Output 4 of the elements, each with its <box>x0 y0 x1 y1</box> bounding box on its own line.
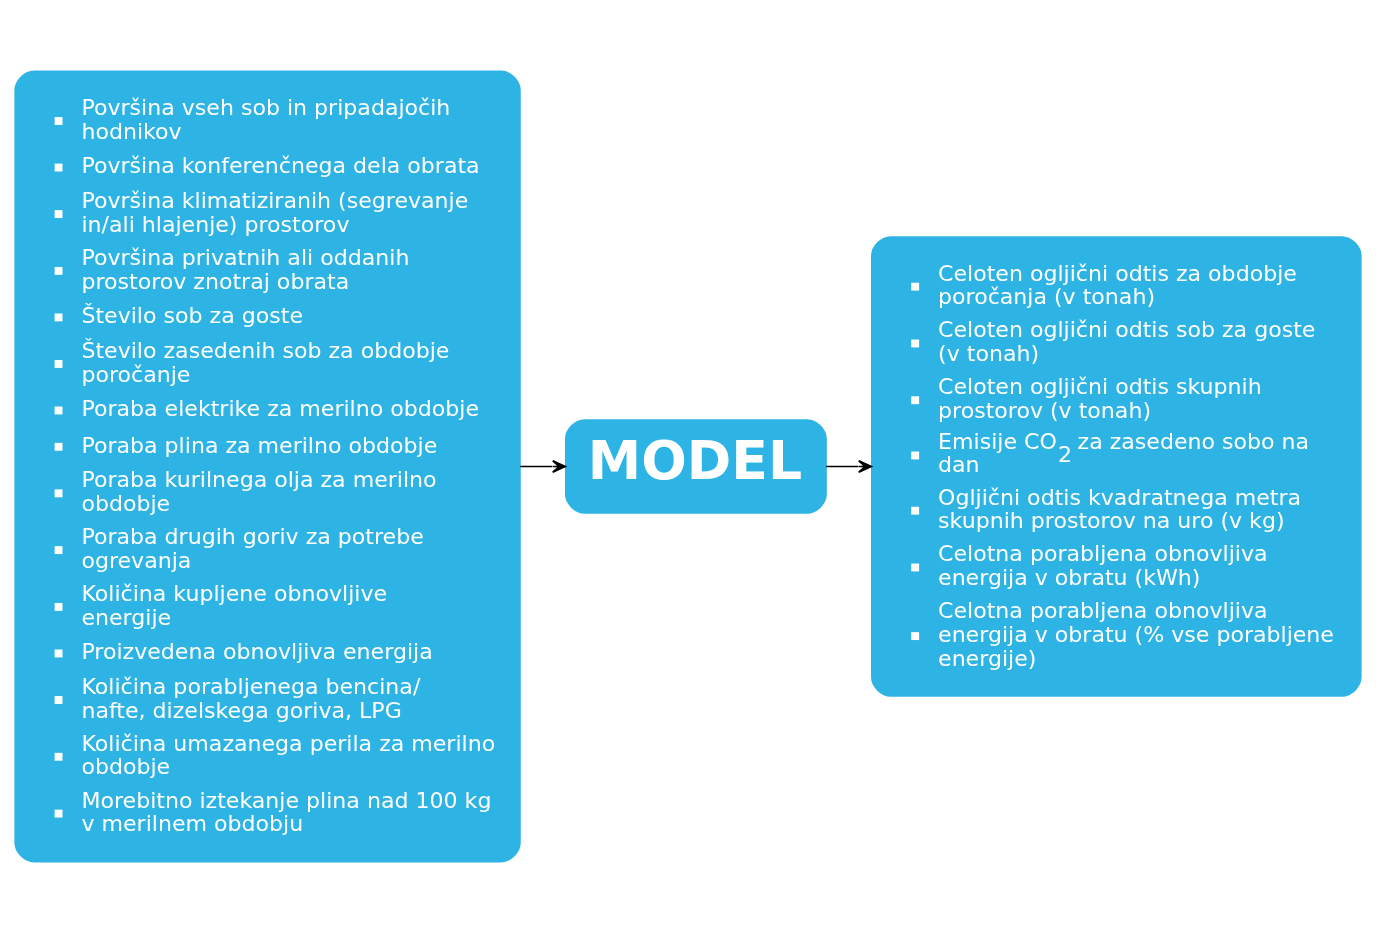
arrow <box>825 459 873 473</box>
node-box: Površina vseh sob in pripadajočih hodnikov Površina konferenčnega dela obrata Površina klimatiziranih (segrevanje in/ali hlajenje) prostorov Površina privatnih ali oddanih prostorov znotraj obrata Število sob za goste Število zasedenih sob za obdobje poročanje Poraba elektrike za merilno obdobje Poraba plina za merilno obdobje Poraba kurilnega olja za merilno obdobje Poraba drugih goriv za potrebe ogrevanja Količina kupljene obnovljive energije Proizvedena obnovljiva energija Količina porabljenega bencina/ nafte, dizelskega goriva, LPG Količina umazanega perila za merilno obdobje Morebitno iztekanje plina nad 100 kg v merilnem obdobju <box>14 70 521 862</box>
arrow <box>519 459 567 473</box>
node-box: MODEL <box>564 418 827 514</box>
